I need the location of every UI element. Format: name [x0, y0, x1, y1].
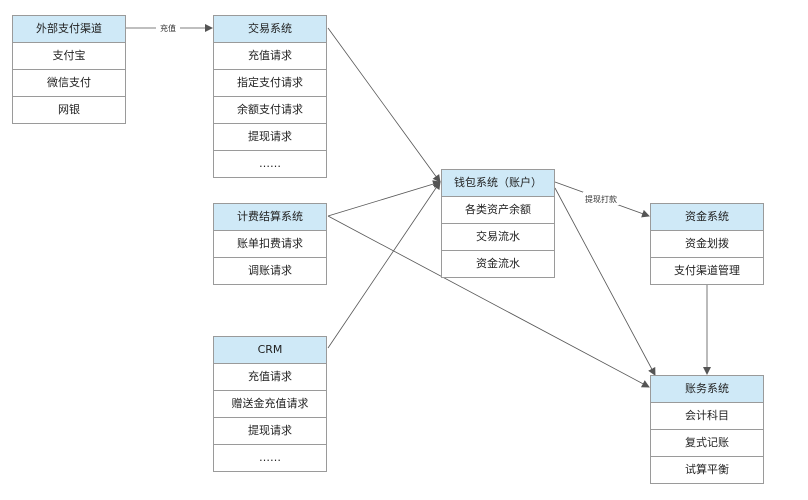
node-billing-title: 计费结算系统 — [214, 204, 326, 230]
node-billing-system[interactable]: 计费结算系统 账单扣费请求 调账请求 — [213, 203, 327, 285]
node-funds-title: 资金系统 — [651, 204, 763, 230]
node-crm-item: 提现请求 — [214, 417, 326, 444]
node-funds-item: 资金划拨 — [651, 230, 763, 257]
edge-billing-to-accounting — [327, 215, 650, 388]
node-crm-item: …… — [214, 444, 326, 471]
edge-label-recharge: 充值 — [160, 23, 176, 33]
node-crm-item: 充值请求 — [214, 363, 326, 390]
node-billing-item: 调账请求 — [214, 257, 326, 284]
node-external-item: 网银 — [13, 96, 125, 123]
node-crm-item: 赠送金充值请求 — [214, 390, 326, 417]
node-wallet-system[interactable]: 钱包系统（账户） 各类资产余额 交易流水 资金流水 — [441, 169, 555, 278]
node-accounting-item: 试算平衡 — [651, 456, 763, 483]
node-accounting-title: 账务系统 — [651, 376, 763, 402]
edge-wallet-to-accounting — [554, 187, 656, 376]
node-trade-item: …… — [214, 150, 326, 177]
edge-crm-to-wallet — [327, 181, 441, 349]
node-funds-system[interactable]: 资金系统 资金划拨 支付渠道管理 — [650, 203, 764, 285]
node-accounting-system[interactable]: 账务系统 会计科目 复式记账 试算平衡 — [650, 375, 764, 484]
node-external-item: 支付宝 — [13, 42, 125, 69]
node-crm[interactable]: CRM 充值请求 赠送金充值请求 提现请求 …… — [213, 336, 327, 472]
node-external-item: 微信支付 — [13, 69, 125, 96]
node-external-payment[interactable]: 外部支付渠道 支付宝 微信支付 网银 — [12, 15, 126, 124]
node-trade-system[interactable]: 交易系统 充值请求 指定支付请求 余额支付请求 提现请求 …… — [213, 15, 327, 178]
node-wallet-item: 交易流水 — [442, 223, 554, 250]
edge-label-withdraw: 提现打款 — [585, 194, 617, 204]
node-funds-item: 支付渠道管理 — [651, 257, 763, 284]
node-wallet-title: 钱包系统（账户） — [442, 170, 554, 196]
edge-billing-to-wallet — [327, 180, 441, 217]
node-trade-item: 充值请求 — [214, 42, 326, 69]
node-billing-item: 账单扣费请求 — [214, 230, 326, 257]
node-trade-item: 指定支付请求 — [214, 69, 326, 96]
node-trade-item: 提现请求 — [214, 123, 326, 150]
node-trade-item: 余额支付请求 — [214, 96, 326, 123]
node-trade-title: 交易系统 — [214, 16, 326, 42]
node-wallet-item: 各类资产余额 — [442, 196, 554, 223]
node-crm-title: CRM — [214, 337, 326, 363]
node-accounting-item: 复式记账 — [651, 429, 763, 456]
edge-trade-to-wallet — [327, 27, 441, 183]
node-wallet-item: 资金流水 — [442, 250, 554, 277]
node-accounting-item: 会计科目 — [651, 402, 763, 429]
node-external-title: 外部支付渠道 — [13, 16, 125, 42]
